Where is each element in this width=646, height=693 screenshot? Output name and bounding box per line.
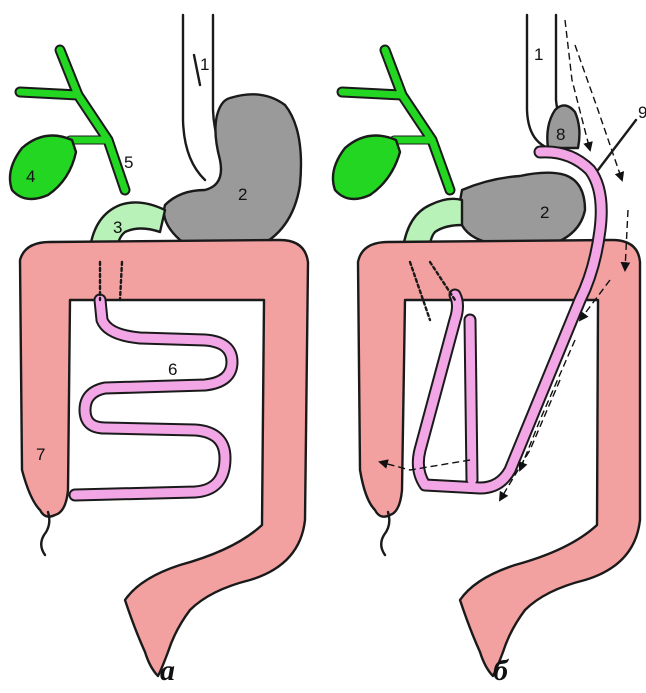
label-9-b: 9 [638,103,646,122]
panel-label-a: а [160,654,175,687]
colon-b [358,240,640,676]
label-1-a: 1 [200,55,209,74]
label-3-a: 3 [113,218,122,237]
label-5-a: 5 [124,153,133,172]
colon-a [20,240,308,676]
panel-label-b: б [493,654,509,687]
gallbladder-a [10,136,76,200]
pointer-9-b [598,120,636,170]
label-6-a: 6 [168,360,177,379]
label-4-a: 4 [26,167,35,186]
gallbladder-b [333,136,400,200]
panel-b: 1 2 8 9 б [333,15,646,687]
stomach-b [458,173,585,248]
label-7-a: 7 [36,445,45,464]
label-8-b: 8 [556,125,565,144]
label-1-b: 1 [534,45,543,64]
appendix-b [381,512,389,555]
label-2-a: 2 [238,185,247,204]
appendix-a [41,512,49,555]
stomach-a [164,94,301,252]
label-2-b: 2 [540,203,549,222]
panel-a: 1 2 3 4 5 6 7 а [10,15,308,687]
